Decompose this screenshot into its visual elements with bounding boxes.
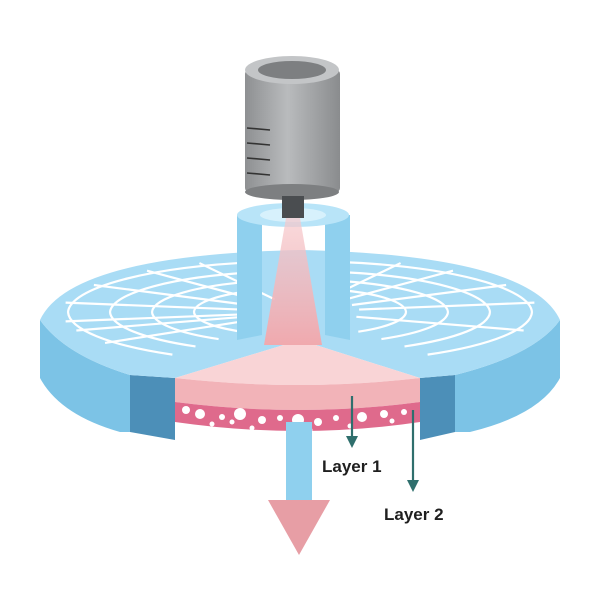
layer2-arrow-icon [407,410,419,492]
outlet-flow [268,422,330,555]
filter-bead [314,418,322,426]
channel-spoke [104,318,252,345]
filter-wedge-front [175,378,420,410]
channel-spoke [65,301,241,311]
filter-bead [229,419,235,425]
channel-spoke [359,301,535,311]
channel-ring-lower-left [66,311,173,356]
layer2-label: Layer 2 [384,505,444,524]
filter-bead [258,416,266,424]
filter-beads [182,406,407,433]
filter-wedge-top [175,340,420,385]
cartridge-opening [258,61,326,79]
layer-arrows [346,396,419,492]
filter-bead [249,425,255,431]
filter-bead [389,418,395,424]
channel-ring-lower-left [192,311,242,333]
channel-ring-lower-right [358,311,408,333]
housing-right-side [455,320,560,432]
cartridge-nozzle [282,196,304,218]
inlet-stream [264,218,322,345]
outlet-arrow-icon [268,500,330,555]
channel-spoke [65,313,241,323]
filter-bead [401,409,407,415]
syringe-cartridge-icon [245,56,340,218]
channel-ring-lower-right [404,311,492,348]
inlet-tube [237,203,350,345]
channel-spoke [93,283,249,307]
channel-ring-lower-left [108,311,196,348]
housing-left-side [40,320,130,432]
filter-bead [209,421,215,427]
cartridge-body [245,70,340,192]
inlet-tube-left-wall [237,215,262,340]
filter-bead [182,406,190,414]
filter-bead [333,415,339,421]
inlet-tube-right-wall [325,215,350,340]
filter-bead [380,410,388,418]
layer1-label: Layer 1 [322,457,382,476]
channel-spoke [351,283,507,307]
channel-spoke [338,269,454,303]
cartridge-bottom [245,184,339,200]
filter-bead [234,408,246,420]
filter-bead [195,409,205,419]
filter-wedge [175,340,420,433]
layer1-arrow-icon [346,396,358,448]
channel-ring-lower-right [427,311,534,356]
housing-cut-face-right [420,375,455,440]
channel-spoke [356,315,524,332]
channel-spoke [76,315,244,332]
housing-cut-face-left [130,375,175,440]
cartridge-graduations [246,127,271,176]
channel-ring-lower-left [150,311,219,341]
channel-ring-lower-right [381,311,450,341]
filter-bead [219,414,225,420]
outlet-tube [286,422,312,502]
radial-channels [65,260,535,356]
filter-bead [277,415,283,421]
filter-bead [357,412,367,422]
